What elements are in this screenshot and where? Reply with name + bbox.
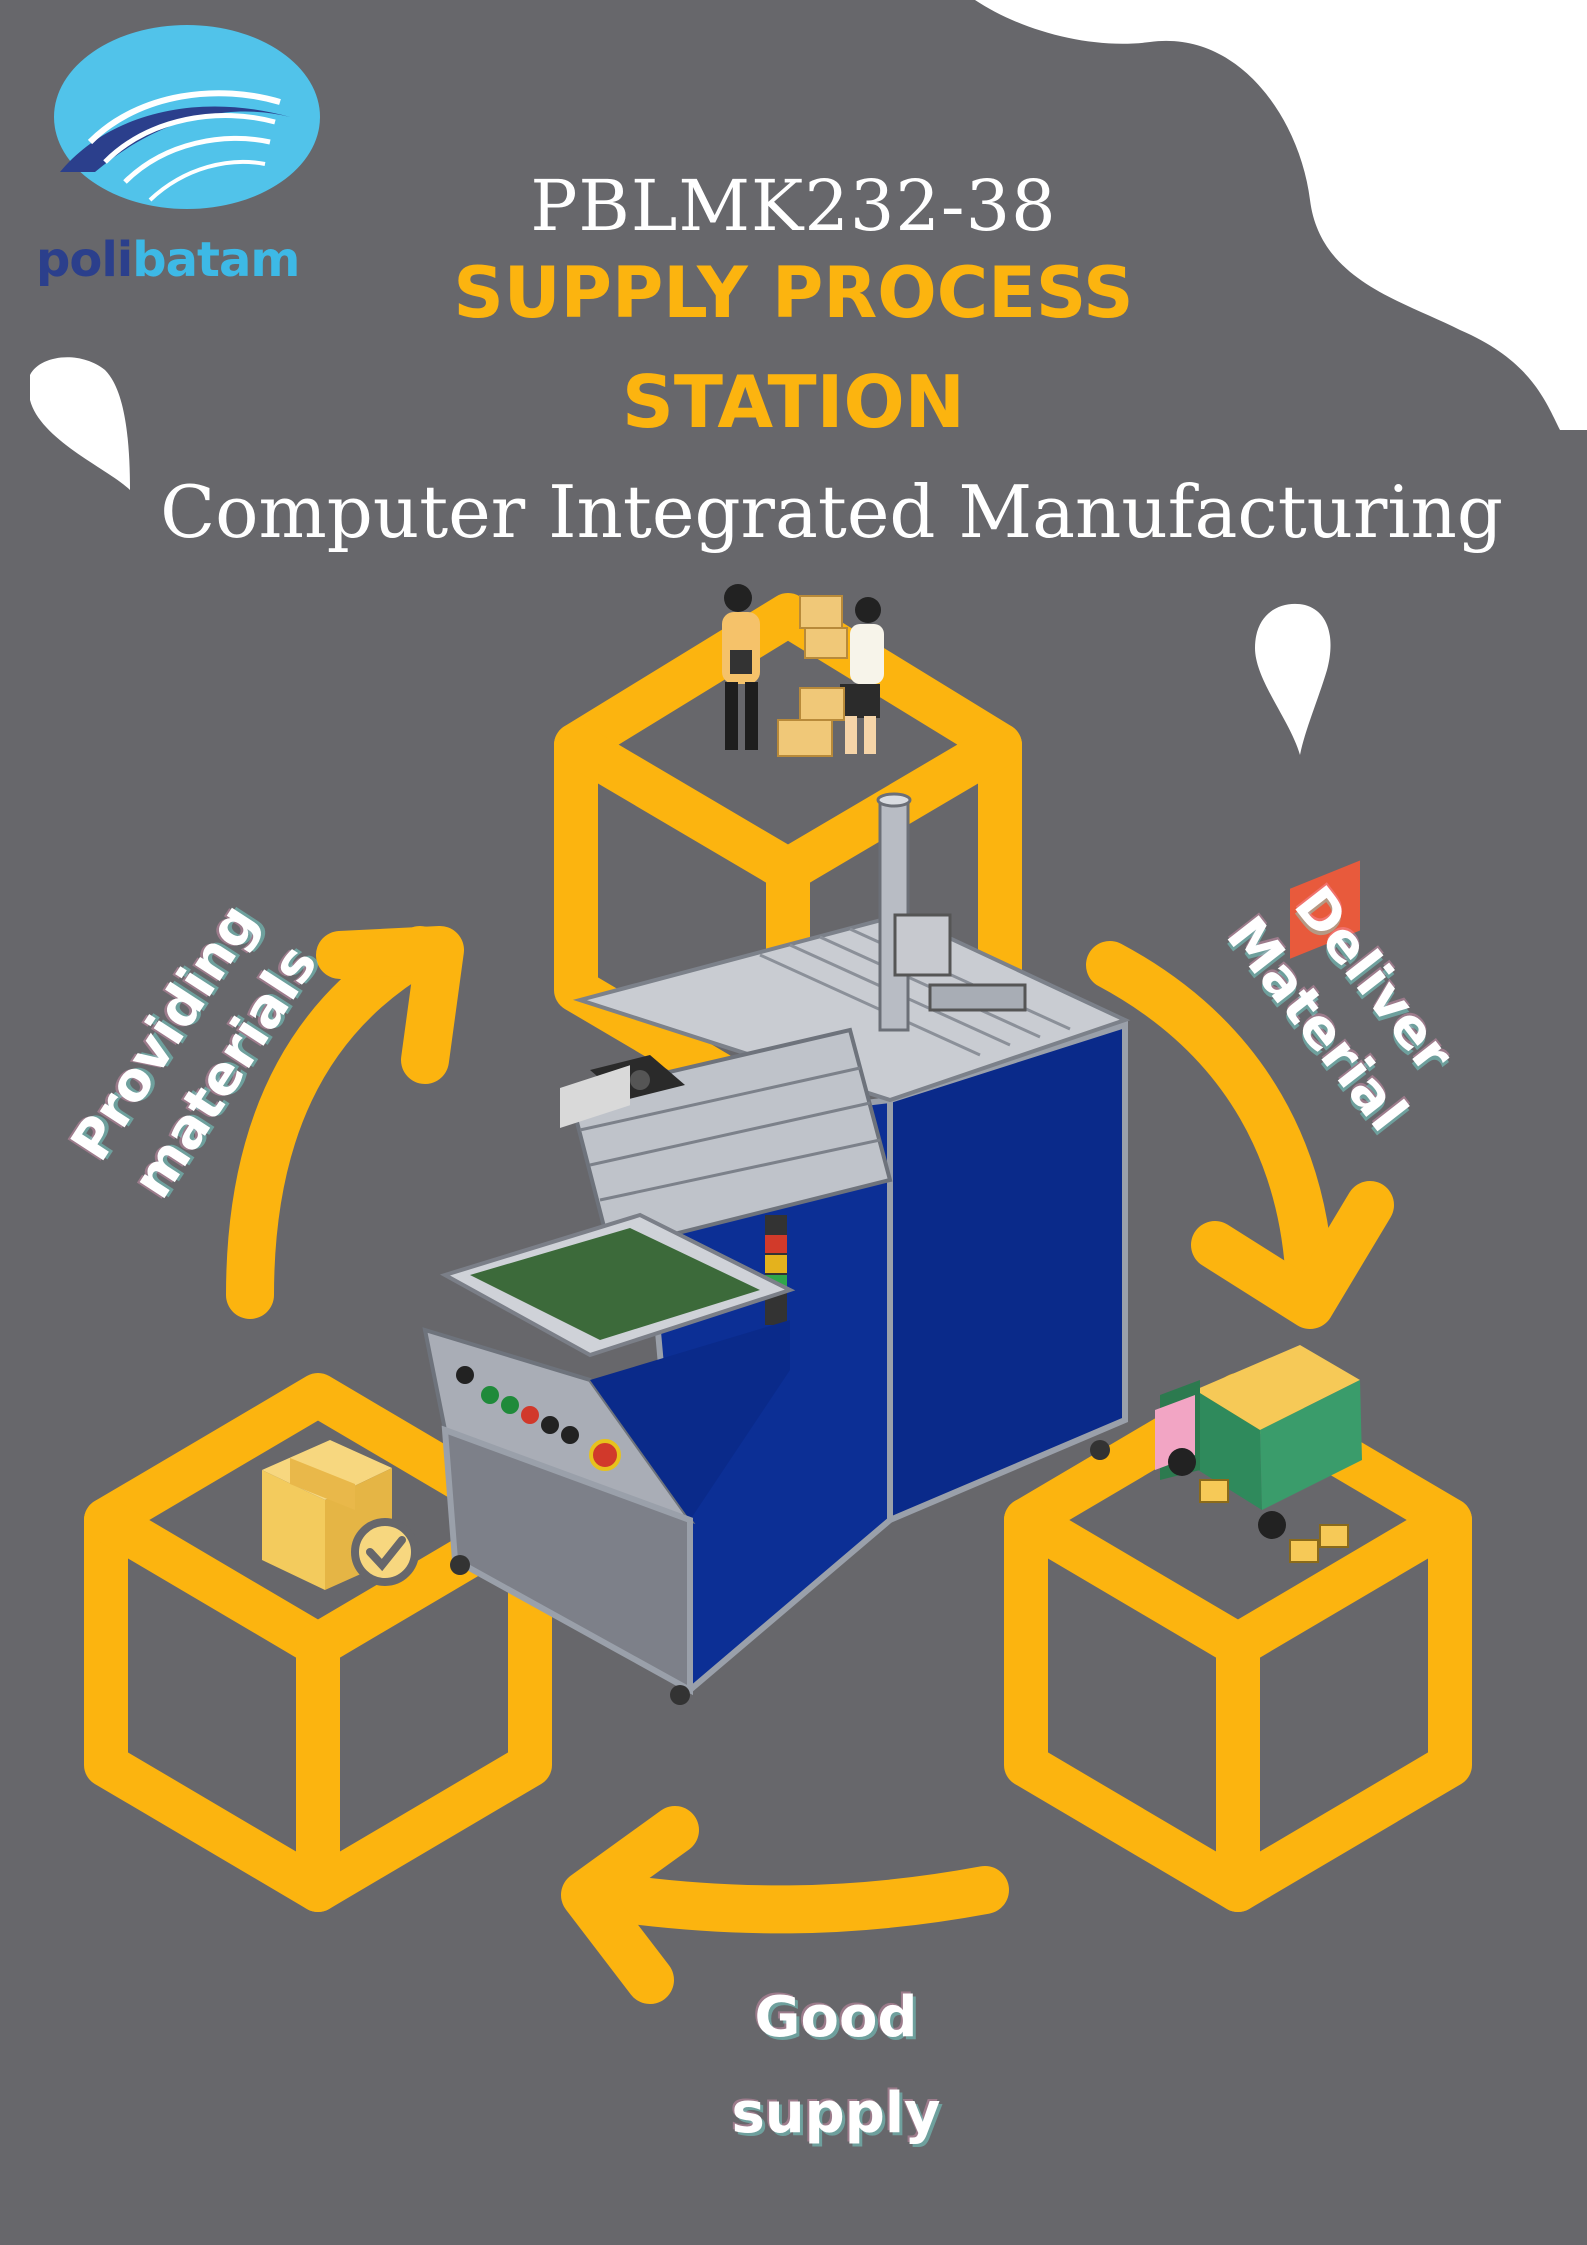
right-droplet [1255,603,1331,755]
label-good-supply: Good supply [686,1970,986,2162]
brand-wordmark: polibatam [36,232,300,288]
right-cube [1004,1373,1472,1912]
arrow-good-supply [561,1806,1009,2004]
left-droplet [30,357,130,490]
project-code: PBLMK232-38 [530,165,1057,247]
brand-text-batam: batam [132,232,300,288]
delivery-truck-illustration [1155,860,1362,1563]
title-line-1: SUPPLY PROCESS [453,252,1134,334]
brand-text-poli: poli [36,232,133,288]
label-good-line2: supply [731,2081,941,2146]
top-right-wave [975,0,1587,430]
polibatam-logo-icon [54,25,320,209]
label-good-line1: Good [754,1985,918,2050]
arrow-providing-materials [226,926,464,1319]
title-line-2: STATION [622,360,965,444]
panel-buttons [456,1366,621,1471]
subtitle: Computer Integrated Manufacturing [160,470,1503,554]
workers-illustration [722,584,884,757]
arrow-deliver-material [1086,941,1394,1329]
box-check-illustration [262,1440,419,1590]
